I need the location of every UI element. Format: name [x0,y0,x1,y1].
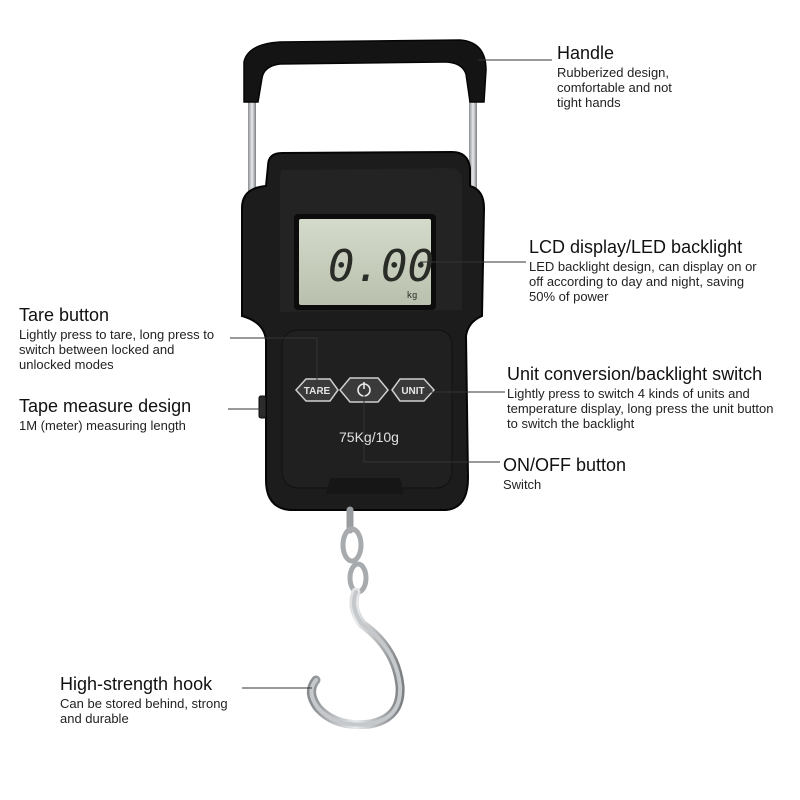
handle-grip[interactable] [243,39,487,103]
handle-wire [248,80,477,200]
callout-tare-desc: Lightly press to tare, long press to swi… [19,327,215,372]
tape-measure-slot[interactable] [258,395,267,419]
callout-tare-title: Tare button [19,305,110,325]
body-lower-panel [281,329,453,489]
callout-lcd-title: LCD display/LED backlight [529,237,743,257]
callout-onoff: ON/OFF button Switch [503,454,703,492]
callout-handle: Handle Rubberized design, comfortable an… [557,42,757,110]
capacity-label: 75Kg/10g [339,429,399,445]
lcd-unit: kg [407,291,418,301]
lcd-reading: 0.00 [328,241,434,292]
callout-handle-title: Handle [557,43,615,63]
callout-onoff-desc: Switch [503,477,542,492]
callout-onoff-title: ON/OFF button [503,455,627,475]
callout-tape-desc: 1M (meter) measuring length [19,418,186,433]
callout-unit-title: Unit conversion/backlight switch [507,364,763,384]
leader-onoff [363,390,500,463]
callout-unit-desc: Lightly press to switch 4 kinds of units… [507,386,774,431]
body-bottom-tab [326,478,404,494]
leader-lines [228,59,552,689]
unit-button-label: UNIT [401,386,424,397]
callout-hook: High-strength hook Can be stored behind,… [60,673,260,726]
leader-tare [230,337,318,390]
callout-tare: Tare button Lightly press to tare, long … [19,304,229,372]
hook [307,506,405,730]
tare-button-label: TARE [304,386,331,397]
lcd-screen [299,219,431,305]
callout-tape-title: Tape measure design [19,396,192,416]
callout-hook-desc: Can be stored behind, strong and durable [60,696,228,726]
callout-tape: Tape measure design 1M (meter) measuring… [19,395,239,433]
callout-lcd: LCD display/LED backlight LED backlight … [529,236,779,304]
callout-lcd-desc: LED backlight design, can display on or … [529,259,757,304]
callout-hook-title: High-strength hook [60,674,213,694]
unit-button[interactable]: UNIT [391,378,436,402]
callout-unit: Unit conversion/backlight switch Lightly… [507,363,797,431]
callout-handle-desc: Rubberized design, comfortable and not t… [557,65,672,110]
